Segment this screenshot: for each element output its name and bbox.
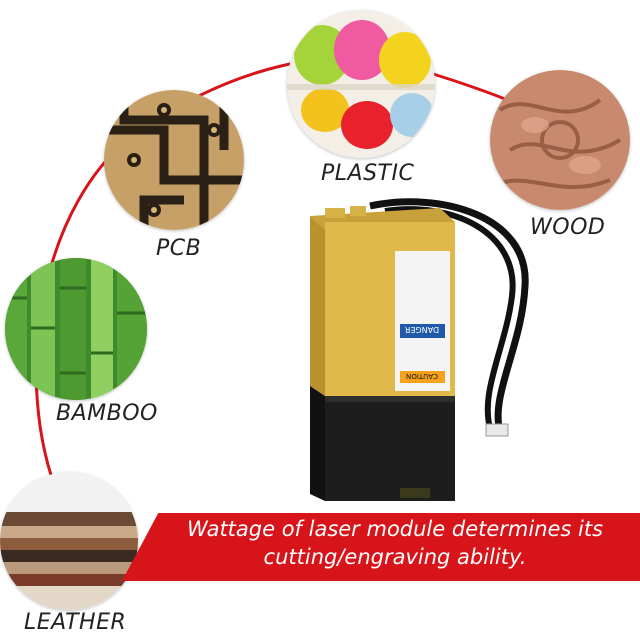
banner-line-2: cutting/engraving ability. bbox=[263, 545, 527, 569]
pcb-material-image bbox=[104, 90, 244, 230]
laser-module-image: DANGER CAUTION bbox=[290, 196, 550, 526]
plastic-label: PLASTIC bbox=[321, 161, 415, 186]
wood-material-image bbox=[490, 70, 630, 210]
leather-material-image bbox=[0, 472, 138, 610]
caution-sticker-text: CAUTION bbox=[406, 372, 438, 380]
banner-text: Wattage of laser module determines its c… bbox=[160, 515, 630, 571]
danger-sticker-text: DANGER bbox=[404, 325, 439, 334]
pcb-label: PCB bbox=[156, 236, 202, 261]
plastic-material-image bbox=[287, 10, 435, 158]
leather-label: LEATHER bbox=[24, 610, 127, 635]
wood-label: WOOD bbox=[530, 215, 606, 240]
info-banner bbox=[122, 513, 640, 581]
bamboo-label: BAMBOO bbox=[56, 401, 158, 426]
bamboo-material-image bbox=[5, 258, 147, 400]
banner-line-1: Wattage of laser module determines its bbox=[186, 517, 604, 541]
